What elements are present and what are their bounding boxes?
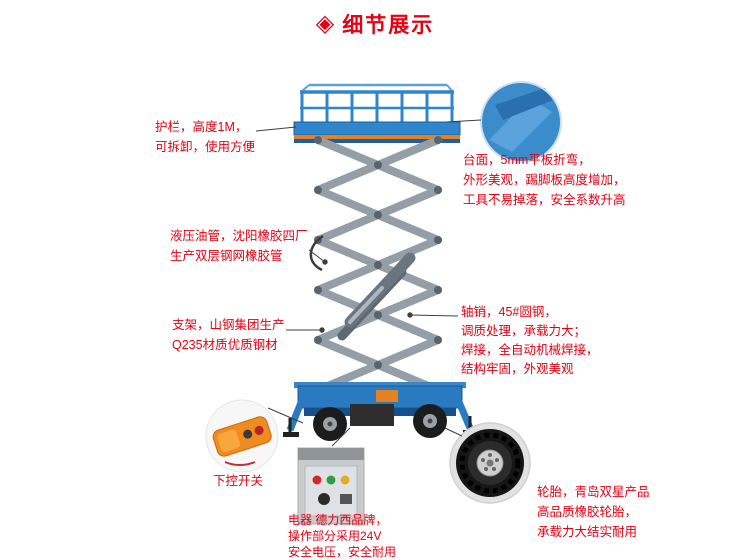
callout-text: 台面，5mm平板折弯， [463,153,591,167]
callout-text: 结构牢固，外观美观 [461,362,574,376]
callout-guardrail: 护栏，高度1M， 可拆卸，使用方便 [155,117,255,157]
callout-text: 操作部分采用24V [288,529,382,543]
scissor-pivots-graphic [314,136,442,394]
callout-text: 生产双层钢网橡胶管 [170,249,283,263]
callout-axle-pin: 轴销，45#圆钢， 调质处理，承载力大； 焊接，全自动机械焊接， 结构牢固，外观… [461,303,599,379]
page-title-text: 细节展示 [342,14,435,37]
hydraulic-cylinder-graphic [337,252,416,341]
control-box-photo [297,447,365,525]
hydraulic-hose-graphic [309,234,324,272]
callout-text: 轴销，45#圆钢， [461,305,557,319]
callout-text: 电器 德力西品牌， [288,513,388,527]
page-title: ◈ 细节展示 [0,8,750,40]
callout-lower-switch: 下控开关 [213,471,263,491]
callout-platform: 台面，5mm平板折弯， 外形美观，踢脚板高度增加， 工具不易掉落，安全系数升高 [463,150,626,210]
callout-text: 可拆卸，使用方便 [155,140,256,154]
callout-electrics: 电器 德力西品牌， 操作部分采用24V 安全电压，安全耐用 [288,512,396,560]
callout-text: 调质处理，承载力大； [461,324,587,338]
callout-text: 安全电压，安全耐用 [288,545,397,559]
guardrail-graphic [300,83,454,124]
callout-text: 支架，山钢集团生产 [172,318,285,332]
callout-text: 下控开关 [213,474,264,488]
platform-graphic [293,121,461,143]
callout-lines [255,119,482,447]
callout-text: Q235材质优质钢材 [172,338,278,352]
platform-detail-photo [480,81,562,163]
callout-text: 工具不易掉落，安全系数升高 [463,193,626,207]
remote-control-photo [205,399,279,473]
callout-hydraulic-hose: 液压油管，沈阳橡胶四厂 生产双层钢网橡胶管 [170,226,308,266]
callout-text: 外形美观，踢脚板高度增加， [463,173,626,187]
wheel-graphic [313,404,447,441]
callout-text: 承载力大结实耐用 [537,525,638,539]
callout-text: 液压油管，沈阳橡胶四厂 [170,229,308,243]
callout-tires: 轮胎，青岛双星产品 高品质橡胶轮胎， 承载力大结实耐用 [537,482,650,542]
diamond-icon: ◈ [315,10,335,37]
callout-support-frame: 支架，山钢集团生产 Q235材质优质钢材 [172,315,285,355]
callout-text: 轮胎，青岛双星产品 [537,485,650,499]
callout-text: 焊接，全自动机械焊接， [461,343,599,357]
base-graphic [283,382,479,437]
callout-text: 护栏，高度1M， [155,120,248,134]
tire-photo [449,422,531,504]
callout-text: 高品质橡胶轮胎， [537,505,638,519]
